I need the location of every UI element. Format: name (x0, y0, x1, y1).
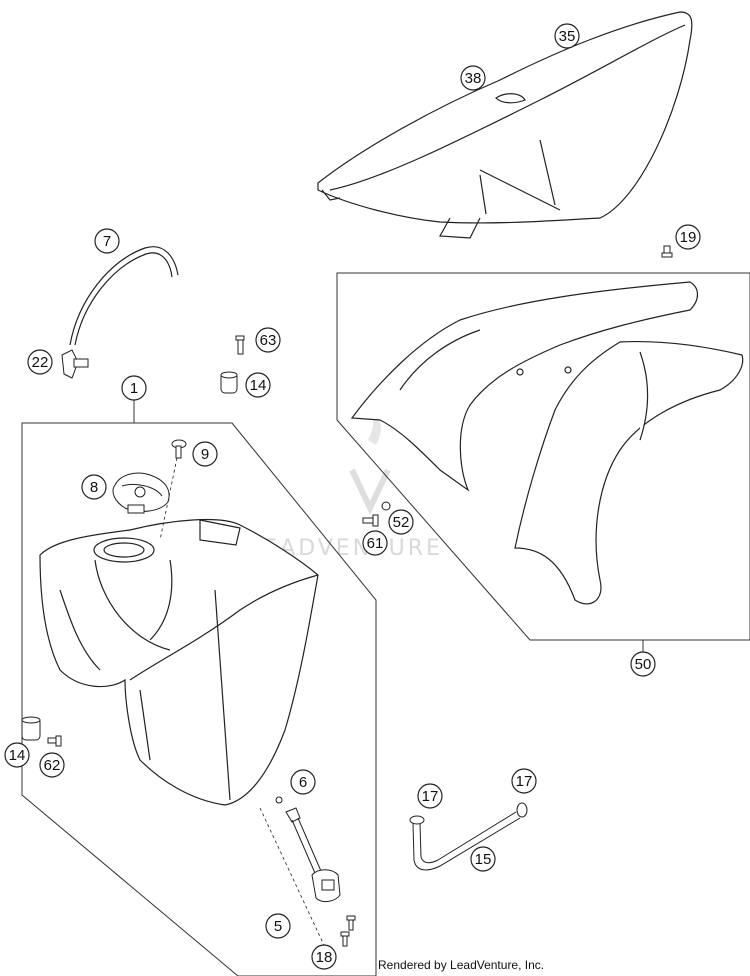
callout-8: 8 (81, 474, 107, 500)
callout-63-label: 63 (260, 332, 277, 349)
callout-14-bottom: 14 (4, 742, 30, 768)
callout-18-label: 18 (316, 949, 333, 966)
rubber-bush-14-top (220, 371, 238, 394)
callout-17-left: 17 (417, 783, 443, 809)
callout-1: 1 (121, 375, 147, 401)
side-panel-box (336, 272, 750, 641)
tank-assembly-box (21, 422, 377, 976)
callout-17-right-label: 17 (516, 773, 533, 790)
callout-7: 7 (94, 228, 120, 254)
callout-19: 19 (675, 224, 701, 250)
callout-6: 6 (290, 769, 316, 795)
callout-18: 18 (311, 944, 337, 970)
fuel-line-15 (409, 802, 528, 871)
screw-9 (171, 439, 187, 459)
callout-14-top: 14 (245, 372, 271, 398)
callout-15-label: 15 (475, 851, 492, 868)
bolt-62 (47, 735, 62, 747)
callout-9-label: 9 (201, 446, 209, 463)
callout-22: 22 (27, 349, 53, 375)
callout-7-label: 7 (103, 233, 111, 250)
callout-15: 15 (470, 846, 496, 872)
callout-50-label: 50 (635, 656, 652, 673)
callout-17-left-label: 17 (422, 788, 439, 805)
bolt-61 (362, 514, 379, 527)
callouts: 35 38 19 7 22 63 14 1 9 8 52 61 50 14 62… (4, 23, 701, 970)
callout-14-top-label: 14 (250, 377, 267, 394)
seat-part (317, 11, 693, 239)
washer-52 (381, 501, 391, 511)
callout-50: 50 (630, 651, 656, 677)
callout-14-bottom-label: 14 (9, 747, 26, 764)
callout-5: 5 (265, 913, 291, 939)
callout-35-label: 35 (559, 28, 576, 45)
side-panels-part (350, 281, 744, 605)
callout-17-right: 17 (511, 768, 537, 794)
callout-8-label: 8 (90, 479, 98, 496)
callout-62: 62 (39, 752, 65, 778)
fuel-tank-part (39, 518, 319, 806)
rubber-bush-14-bottom (21, 716, 41, 741)
filler-cap-8 (112, 472, 170, 514)
callout-9: 9 (192, 441, 218, 467)
callout-19-label: 19 (680, 229, 697, 246)
callout-35: 35 (554, 23, 580, 49)
callout-1-label: 1 (130, 380, 138, 397)
callout-5-label: 5 (274, 918, 282, 935)
callout-52: 52 (388, 509, 414, 535)
callout-6-label: 6 (299, 774, 307, 791)
bolt-19 (661, 245, 673, 258)
callout-62-label: 62 (44, 757, 61, 774)
vent-hose-part (69, 246, 179, 346)
callout-38: 38 (460, 65, 486, 91)
callout-61: 61 (362, 530, 388, 556)
fuel-tap-5 (259, 796, 356, 959)
callout-63: 63 (255, 327, 281, 353)
callout-52-label: 52 (393, 514, 410, 531)
callout-22-label: 22 (32, 354, 49, 371)
bolt-63 (235, 335, 245, 355)
render-credit: Rendered by LeadVenture, Inc. (378, 958, 545, 972)
fitting-22 (61, 349, 89, 379)
callout-38-label: 38 (465, 70, 482, 87)
callout-61-label: 61 (367, 535, 384, 552)
